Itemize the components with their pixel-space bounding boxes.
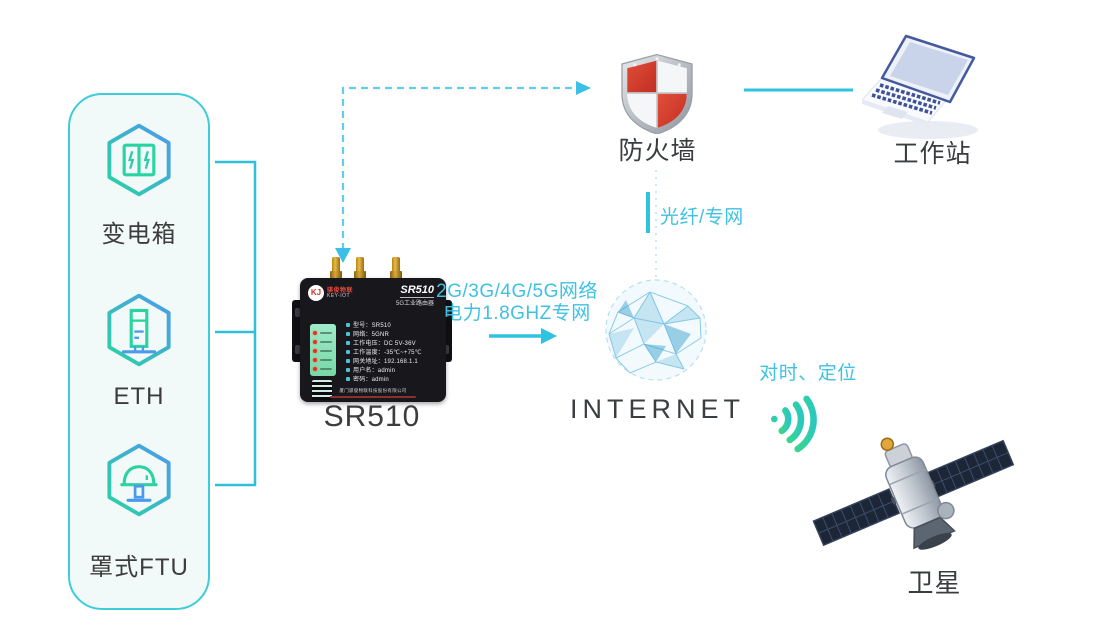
panel-item-label-ftu: 罩式FTU [89,554,189,581]
link-sr510-firewall-dashed [341,86,576,250]
led-dot [313,339,317,344]
brand-name: 骐俊物联 [327,288,354,294]
spec-network: 网络：5GNR [346,331,442,340]
company-name: 厦门骐俊物联科技股份有限公司 [339,388,407,393]
field-device-panel [68,93,210,610]
led-dot [313,348,317,353]
device-model-sub: 5G工业路由器 [395,301,434,307]
led-dot [313,357,317,362]
antenna-connector-icon [354,257,366,279]
satellite-label: 卫星 [907,568,962,598]
arrowhead-right-internet [541,328,557,344]
spec-username: 用户名：admin [346,367,442,376]
satellite-link-label: 对时、定位 [759,363,857,384]
led-dot [313,366,317,371]
cellular-link-line1: 2G/3G/4G/5G网络 [436,281,598,302]
firewall-shield-icon [621,53,693,134]
workstation-label: 工作站 [893,140,972,168]
cellular-link-line2: 电力1.8GHZ专网 [443,303,591,324]
wifi-signal-icon [770,395,817,453]
internet-label: INTERNET [570,394,745,424]
arrowhead-right-firewall [576,81,591,95]
qr-code-icon [312,380,332,400]
fiber-link-label: 光纤/专网 [660,207,744,228]
spec-list: 型号：SR510 网络：5GNR 工作电压：DC 5V-36V 工作温度：-35… [346,322,442,385]
spec-voltage: 工作电压：DC 5V-36V [346,340,442,349]
panel-item-label-eth: ETH [113,383,165,410]
spec-model: 型号：SR510 [346,322,442,331]
pole-cabinet-icon [107,293,171,367]
spec-password: 密码：admin [346,376,442,385]
workstation-laptop-icon [862,34,978,139]
arrowhead-down-sr510 [335,248,351,263]
spec-gateway: 网关地址：192.168.1.1 [346,358,442,367]
bracket-field-devices [215,160,257,487]
sr510-router-device: KJ 骐俊物联 KEY-IOT SR510 5G工业路由器 型号：SR510 网… [292,255,452,405]
sr510-caption: SR510 [323,400,421,433]
led-strip [310,324,336,376]
antenna-connector-icon [330,257,342,279]
dome-ftu-icon [107,443,171,517]
antenna-connector-icon [390,257,402,279]
router-faceplate: KJ 骐俊物联 KEY-IOT SR510 5G工业路由器 型号：SR510 网… [300,278,446,402]
mounting-ear-left [292,300,303,362]
internet-globe-icon [605,279,707,381]
spec-temp: 工作温度：-35℃~+75℃ [346,349,442,358]
panel-item-label-transformer: 变电箱 [101,221,177,248]
led-dot [313,330,317,335]
device-model: SR510 [400,284,434,298]
mounting-ear-right [441,300,452,362]
brand-subname: KEY-IOT [327,293,351,299]
brand-logo-icon: KJ [308,285,324,301]
satellite-icon [812,437,1015,550]
firewall-label: 防火墙 [618,137,697,165]
company-divider [330,396,416,398]
transformer-box-icon [107,123,171,197]
